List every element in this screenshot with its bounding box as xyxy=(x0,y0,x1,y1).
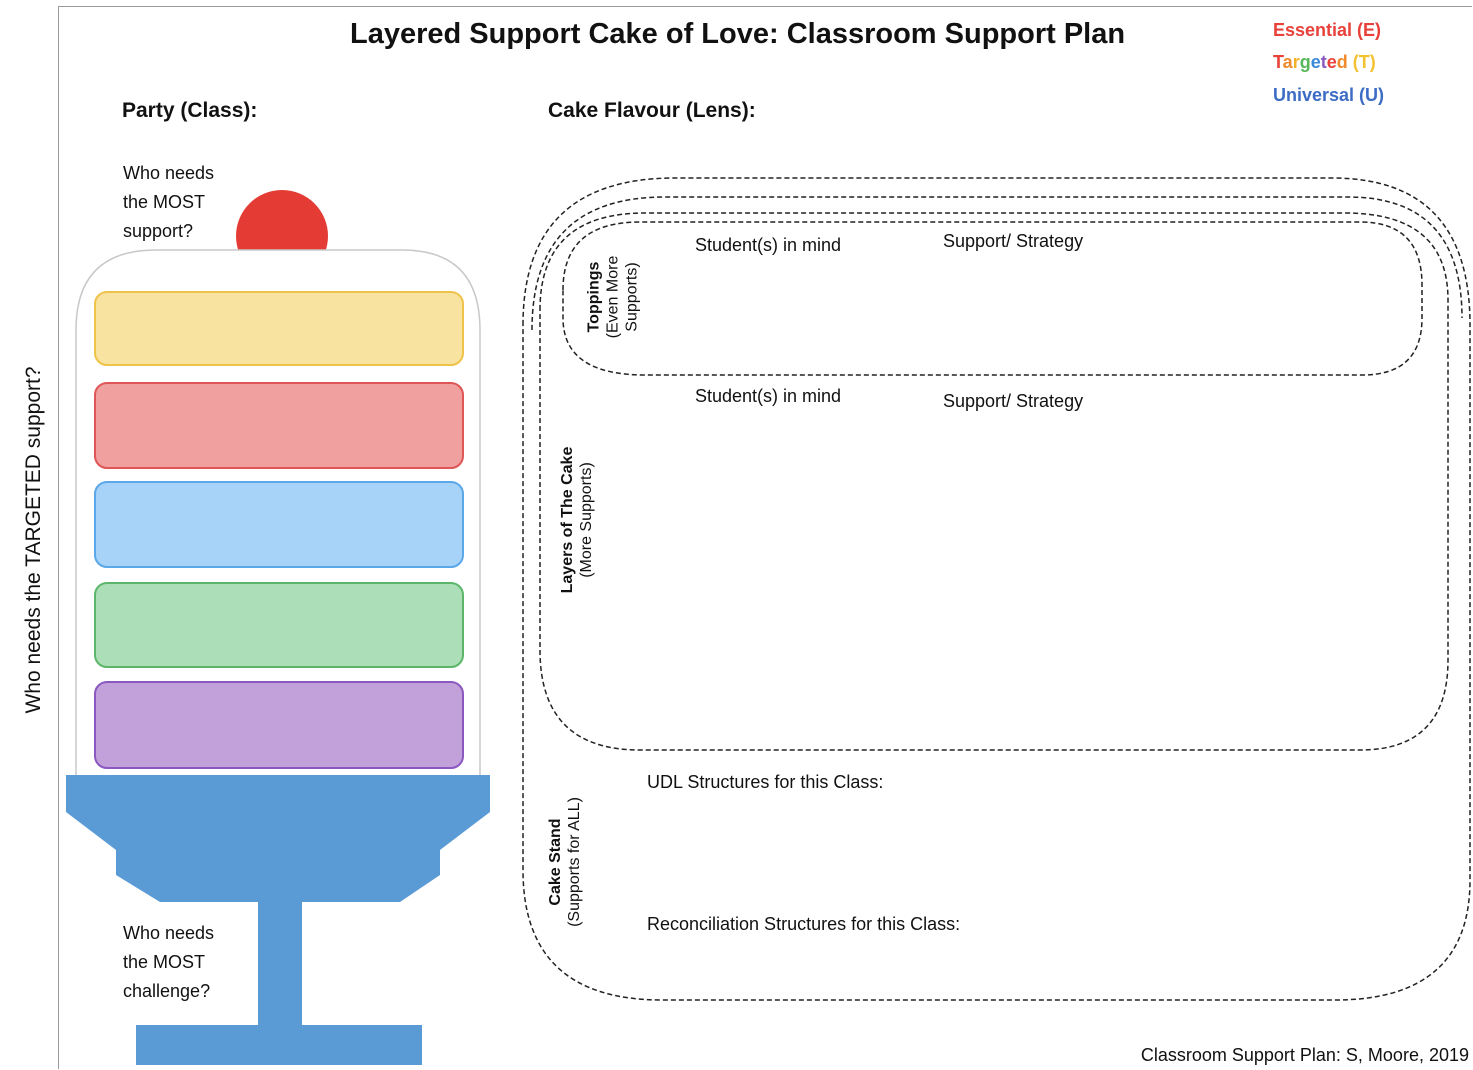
outer-dashed-frame xyxy=(522,177,1471,1001)
page-title: Layered Support Cake of Love: Classroom … xyxy=(350,18,1126,50)
layer-red xyxy=(94,382,464,469)
toppings-students-header: Student(s) in mind xyxy=(695,235,842,255)
layer-purple xyxy=(94,681,464,769)
layer-yellow xyxy=(94,291,464,366)
layers-students-header: Student(s) in mind xyxy=(695,386,842,406)
layers-strategy-header: Support/ Strategy xyxy=(943,391,1084,411)
reconciliation-structures-label: Reconciliation Structures for this Class… xyxy=(647,914,961,934)
layer-green xyxy=(94,582,464,668)
middle-dashed-frame xyxy=(531,196,1463,331)
stand-label: Cake Stand (Supports for ALL) xyxy=(547,797,583,927)
most-challenge-question: Who needs the MOST challenge? xyxy=(123,923,215,1001)
legend-universal: Universal (U) xyxy=(1273,85,1385,105)
layers-dashed-frame xyxy=(539,212,1449,751)
targeted-support-question: Who needs the TARGETED support? xyxy=(22,366,45,714)
footer-credit: Classroom Support Plan: S, Moore, 2019 xyxy=(1140,1045,1469,1065)
udl-structures-label: UDL Structures for this Class: xyxy=(647,772,884,792)
legend-essential: Essential (E) xyxy=(1273,20,1382,40)
toppings-dashed-frame xyxy=(562,221,1423,376)
party-label: Party (Class): xyxy=(122,99,258,122)
flavour-label: Cake Flavour (Lens): xyxy=(548,99,756,122)
page-border xyxy=(58,6,1472,1069)
layer-blue xyxy=(94,481,464,568)
cake-stand xyxy=(66,775,490,1065)
legend-targeted: Targeted (T) xyxy=(1273,52,1376,72)
layers-label: Layers of The Cake (More Supports) xyxy=(559,446,595,594)
most-support-question: Who needs the MOST support? xyxy=(123,163,215,241)
toppings-strategy-header: Support/ Strategy xyxy=(943,231,1084,251)
toppings-label: Toppings (Even More Supports) xyxy=(585,255,641,339)
